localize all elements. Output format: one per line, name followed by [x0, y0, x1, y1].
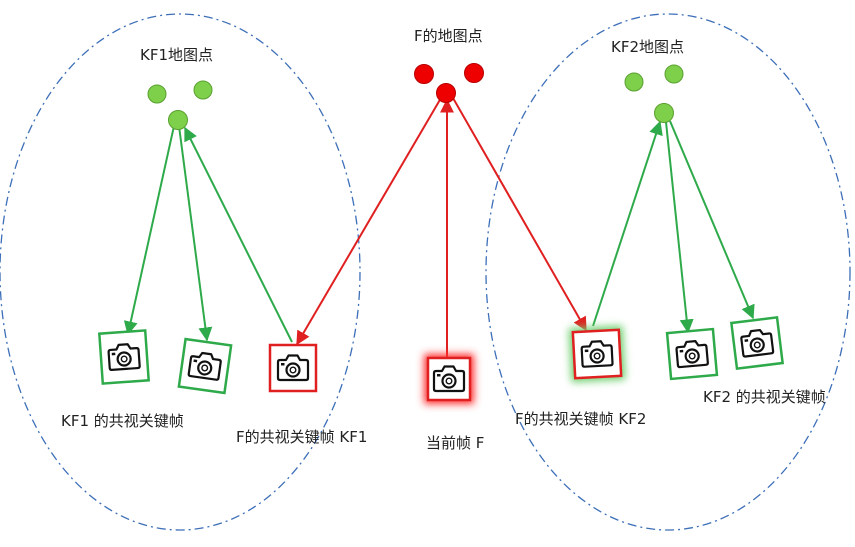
camera-icon [276, 354, 310, 382]
arrow-kf2-to-cam5 [665, 121, 694, 334]
f-covis-kf2-label: F的共视关键帧 KF2 [515, 410, 647, 428]
map-point [147, 84, 167, 104]
kf1-map-points-label: KF1地图点 [140, 46, 214, 64]
keyframe-kf1-covis-2 [177, 337, 233, 395]
kf2-covis-label: KF2 的共视关键帧 [703, 388, 826, 406]
kf2-map-points [624, 64, 684, 123]
map-point [464, 63, 484, 83]
kf2-map-points-label: KF2地图点 [611, 38, 685, 56]
keyframe-kf2-covis-1 [665, 327, 719, 381]
map-point [654, 103, 674, 123]
arrow-cam3-to-kf1 [184, 126, 293, 343]
current-frame-label: 当前帧 F [426, 434, 485, 452]
map-point [624, 72, 644, 92]
f-map-points [414, 63, 484, 103]
keyframe-kf1 [268, 343, 318, 393]
kf2-region-ellipse [485, 13, 851, 531]
keyframe-kf2 [568, 325, 626, 383]
camera-icon [432, 365, 466, 393]
map-point [436, 83, 456, 103]
f-covis-kf1-label: F的共视关键帧 KF1 [236, 428, 368, 446]
map-point [193, 80, 213, 100]
kf1-region-ellipse [0, 13, 361, 531]
map-point [414, 64, 434, 84]
map-point [664, 64, 684, 84]
arrow-f-to-cam4 [452, 97, 587, 332]
current-frame-f [424, 354, 474, 404]
keyframe-kf2-covis-2 [729, 315, 785, 371]
arrow-kf1-to-cam1 [123, 125, 175, 336]
f-map-points-label: F的地图点 [414, 27, 483, 45]
arrow-cam4-to-kf2 [592, 120, 663, 327]
arrow-kf2-to-cam6 [669, 120, 755, 320]
arrow-kf1-to-cam2 [178, 125, 213, 342]
arrow-f-to-cam3 [296, 97, 442, 346]
keyframe-kf1-covis-1 [97, 329, 151, 385]
map-point [168, 110, 188, 130]
kf1-map-points [147, 80, 213, 130]
kf1-covis-label: KF1 的共视关键帧 [61, 412, 184, 430]
